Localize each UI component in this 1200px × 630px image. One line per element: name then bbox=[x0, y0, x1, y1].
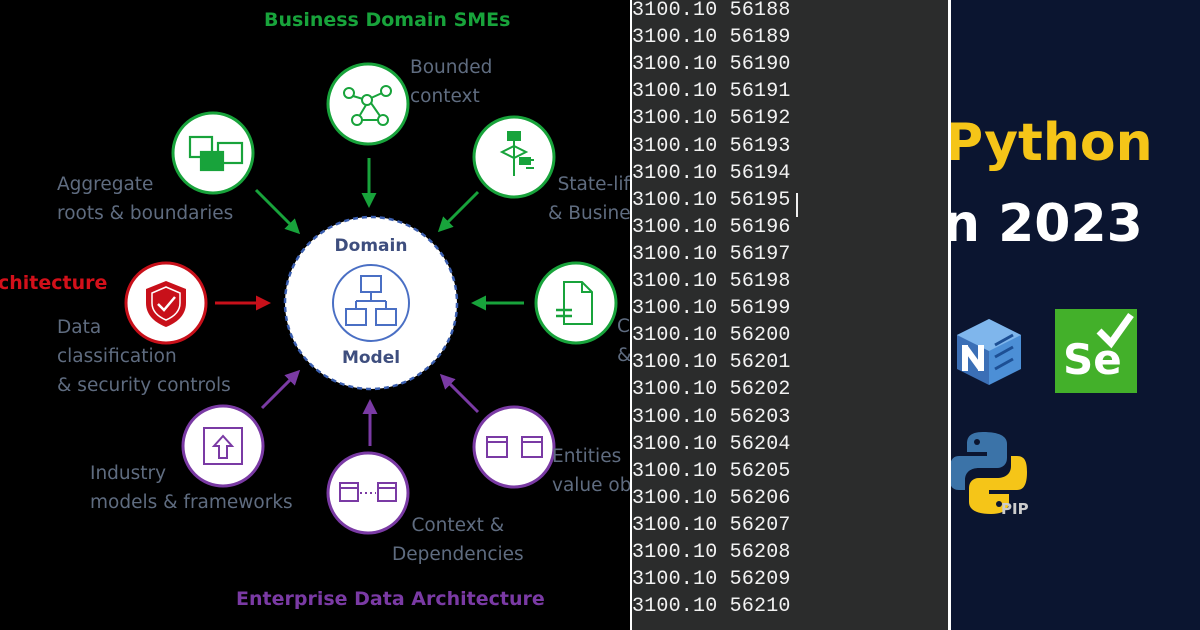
text-cursor bbox=[796, 193, 798, 217]
log-line: 3100.10 56200 bbox=[632, 324, 791, 348]
log-line: 3100.10 56194 bbox=[632, 161, 791, 185]
python-pip-icon: PIP bbox=[951, 432, 1029, 518]
center-label-model: Model bbox=[341, 348, 401, 368]
log-line: 3100.10 56191 bbox=[632, 80, 791, 104]
label-data-classification: Data classification & security controls bbox=[57, 317, 231, 396]
center-label-domain: Domain bbox=[334, 236, 408, 256]
log-line: 3100.10 56208 bbox=[632, 541, 791, 564]
selenium-icon: Se bbox=[1055, 309, 1137, 393]
label-right-partial: C & bbox=[617, 316, 630, 366]
arrow-industry bbox=[260, 369, 301, 410]
log-line: 3100.10 56192 bbox=[632, 107, 791, 131]
label-context-dependencies: Context & Dependencies bbox=[392, 515, 524, 565]
log-line: 3100.10 56209 bbox=[632, 568, 791, 592]
aggregate-node bbox=[171, 111, 255, 195]
log-text-panel[interactable]: 3100.10 56188 3100.10 56189 3100.10 56190 3… bbox=[632, 0, 948, 630]
context-dependencies-node bbox=[326, 451, 410, 535]
log-line: 3100.10 56206 bbox=[632, 486, 791, 510]
promo-title-line2: n 2023 bbox=[951, 194, 1143, 254]
arrow-state bbox=[437, 190, 480, 233]
domain-model-diagram: Business Domain SMEs Enterprise Data Arc… bbox=[0, 0, 630, 630]
log-line: 3100.10 56199 bbox=[632, 297, 791, 321]
pip-label: PIP bbox=[1001, 500, 1029, 518]
arrow-entities bbox=[439, 373, 480, 414]
entities-node bbox=[472, 405, 556, 489]
log-line: 3100.10 56188 bbox=[632, 0, 791, 22]
log-line: 3100.10 56202 bbox=[632, 378, 791, 402]
log-line: 3100.10 56210 bbox=[632, 595, 791, 619]
checkmark-icon bbox=[1096, 312, 1134, 349]
state-lifecycle-node bbox=[472, 115, 556, 199]
numpy-icon bbox=[957, 319, 1021, 385]
architecture-title: chitecture bbox=[0, 272, 108, 294]
document-node bbox=[534, 261, 618, 345]
log-line: 3100.10 56205 bbox=[632, 459, 791, 483]
log-line: 3100.10 56203 bbox=[632, 405, 791, 429]
log-line: 3100.10 56197 bbox=[632, 242, 791, 266]
log-line: 3100.10 56193 bbox=[632, 134, 791, 158]
domain-model-icon bbox=[332, 264, 410, 342]
label-bounded-context: Bounded context bbox=[410, 57, 493, 107]
bounded-context-node bbox=[326, 62, 410, 146]
industry-models-node bbox=[181, 404, 265, 488]
enterprise-data-architecture-title: Enterprise Data Architecture bbox=[236, 588, 545, 610]
python-promo-panel: Python n 2023 Se PIP bbox=[951, 0, 1200, 630]
label-aggregate: Aggregate roots & boundaries bbox=[57, 174, 234, 224]
diagram-graphics bbox=[124, 62, 618, 535]
security-node bbox=[124, 261, 208, 345]
log-line: 3100.10 56207 bbox=[632, 513, 791, 537]
promo-title-line1: Python bbox=[951, 113, 1153, 173]
log-line: 3100.10 56195 bbox=[632, 188, 791, 212]
log-line: 3100.10 56204 bbox=[632, 432, 791, 456]
log-line: 3100.10 56190 bbox=[632, 53, 791, 77]
log-line: 3100.10 56196 bbox=[632, 215, 791, 239]
label-state-lifecycle: State-lif & Busine bbox=[548, 174, 630, 224]
log-line: 3100.10 56189 bbox=[632, 26, 791, 50]
log-line: 3100.10 56198 bbox=[632, 270, 791, 293]
label-entities: Entities value obj bbox=[552, 446, 630, 496]
domain-model-node bbox=[283, 215, 459, 391]
label-industry-models: Industry models & frameworks bbox=[90, 463, 293, 513]
log-line: 3100.10 56201 bbox=[632, 351, 791, 375]
business-domain-smes-title: Business Domain SMEs bbox=[264, 9, 511, 31]
selenium-text: Se bbox=[1063, 335, 1122, 384]
arrow-aggregate bbox=[254, 188, 301, 235]
